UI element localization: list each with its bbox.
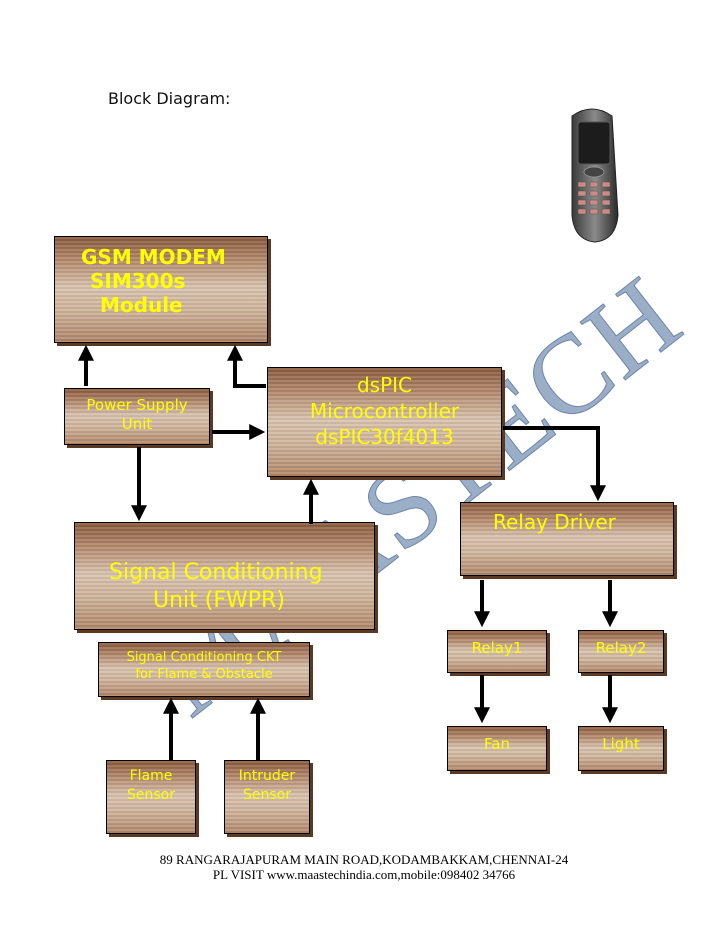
gsm-line-1: GSM MODEM	[81, 245, 226, 269]
signal-cond-line-2: Unit (FWPR)	[153, 588, 285, 613]
mcu-line-1: dsPIC	[356, 373, 413, 397]
footer-address: 89 RANGARAJAPURAM MAIN ROAD,KODAMBAKKAM,…	[159, 852, 569, 867]
signal-ckt-line-1: Signal Conditioning CKT	[126, 650, 282, 665]
power-supply-block: Power Supply Unit	[64, 388, 210, 445]
mcu-line-3: dsPIC30f4013	[315, 425, 454, 449]
light-label: Light	[602, 735, 640, 753]
gsm-modem-block: GSM MODEM SIM300s Module	[54, 236, 268, 343]
gsm-line-2: SIM300s	[90, 269, 186, 293]
flame-line-1: Flame	[129, 768, 173, 784]
footer-contact: PL VISIT www.maastechindia.com,mobile:09…	[212, 867, 516, 882]
relay2-label: Relay2	[595, 639, 647, 657]
relay1-block: Relay1	[447, 630, 547, 673]
fan-block: Fan	[447, 726, 547, 771]
page-heading: Block Diagram:	[108, 89, 231, 108]
arrow-mcu-to-relay-driver	[503, 426, 606, 502]
flame-line-2: Sensor	[127, 787, 175, 803]
relay-driver-label: Relay Driver	[493, 510, 616, 534]
intruder-sensor-block: Intruder Sensor	[224, 760, 310, 834]
signal-ckt-block: Signal Conditioning CKT for Flame & Obst…	[98, 642, 310, 697]
relay-driver-block: Relay Driver	[460, 502, 674, 576]
power-line-2: Unit	[121, 415, 153, 433]
light-block: Light	[578, 726, 664, 771]
flame-sensor-block: Flame Sensor	[106, 760, 196, 834]
microcontroller-block: dsPIC Microcontroller dsPIC30f4013	[267, 367, 502, 477]
arrow-mcu-to-gsm	[227, 344, 266, 388]
mcu-line-2: Microcontroller	[309, 399, 460, 423]
power-line-1: Power Supply	[86, 396, 188, 414]
signal-conditioning-block: Signal Conditioning Unit (FWPR)	[74, 522, 375, 630]
fan-label: Fan	[484, 735, 510, 753]
relay1-label: Relay1	[471, 639, 523, 657]
intruder-line-2: Sensor	[243, 787, 291, 803]
signal-cond-line-1: Signal Conditioning	[109, 560, 323, 585]
relay2-block: Relay2	[578, 630, 664, 673]
intruder-line-1: Intruder	[238, 768, 296, 784]
gsm-line-3: Module	[100, 293, 183, 317]
signal-ckt-line-2: for Flame & Obstacle	[135, 667, 273, 682]
